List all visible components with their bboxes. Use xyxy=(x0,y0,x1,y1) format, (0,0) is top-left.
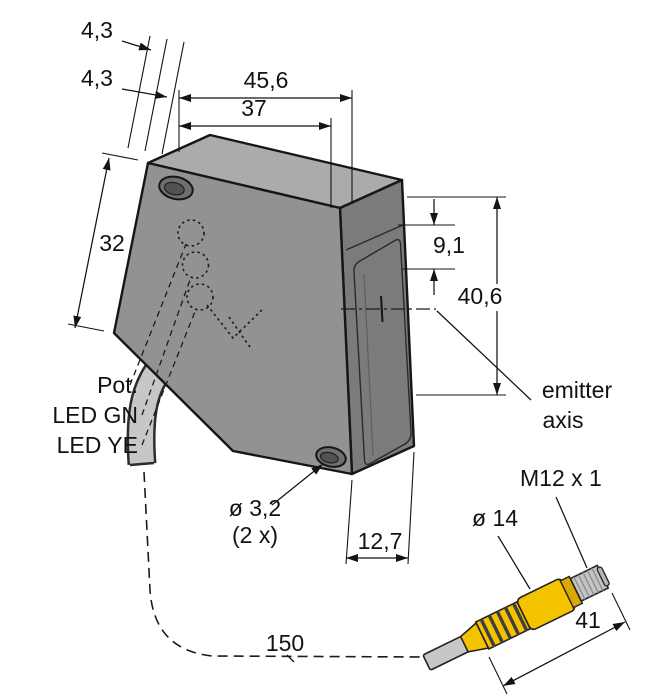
connector-diameter-label: ø 14 xyxy=(472,505,518,531)
hidden-internal-features xyxy=(177,219,264,351)
cable-end-cap xyxy=(129,461,155,467)
emitter-lens-window xyxy=(353,238,412,466)
left-height-extension-bottom xyxy=(67,323,105,332)
hole-offset-side-label: 4,3 xyxy=(81,65,113,91)
height-side-label: 40,6 xyxy=(458,283,503,309)
connector-length-extension-right xyxy=(611,592,631,631)
hole-diameter-leader xyxy=(271,463,324,506)
connector-length-dimension-line xyxy=(502,621,626,687)
hole-diameter-label-line1: ø 3,2 xyxy=(229,495,281,521)
thread-lines xyxy=(573,567,604,600)
lens-offset-label: 9,1 xyxy=(433,232,465,258)
hole-offset-top-label: 4,3 xyxy=(81,17,113,43)
dimension-text-mask xyxy=(450,284,510,311)
connector-diameter-leader xyxy=(497,535,531,590)
connector-thread-label: M12 x 1 xyxy=(520,465,602,491)
emitter-axis-leader xyxy=(436,310,532,401)
led-green-leader xyxy=(141,276,192,416)
emitter-axis-label-line1: emitter xyxy=(542,377,613,403)
side-face-step-edge xyxy=(345,224,404,251)
lens-inner-edge xyxy=(363,273,374,457)
dimension-labels: 4,3 4,3 45,6 37 32 9,1 40,6 emitter axis… xyxy=(52,17,612,656)
depth-extension-left xyxy=(345,479,353,565)
depth-label: 12,7 xyxy=(358,528,403,554)
connector-length-extension-left xyxy=(488,656,508,695)
dimension-lines xyxy=(67,35,631,695)
connector-tip-cap xyxy=(596,566,610,587)
mounting-hole-bottom-inner xyxy=(319,451,339,464)
sensor-body xyxy=(112,133,436,476)
led-green-hidden-outline xyxy=(181,251,210,279)
hidden-beam-path xyxy=(206,304,264,340)
mounting-hole-top-inner xyxy=(163,181,185,196)
pot-label: Pot. xyxy=(97,372,138,398)
depth-extension-right xyxy=(407,451,415,565)
width-front-label: 37 xyxy=(241,95,267,121)
left-height-extension-top xyxy=(101,152,139,161)
height-left-label: 32 xyxy=(99,230,125,256)
cable-length-label: 150 xyxy=(266,630,304,656)
width-total-label: 45,6 xyxy=(244,67,289,93)
left-height-dimension-line xyxy=(73,157,111,329)
connector-thread-leader xyxy=(555,496,588,569)
led-green-label: LED GN xyxy=(52,402,138,428)
hole-offset-top-leader xyxy=(121,40,152,51)
hidden-beam-line xyxy=(228,316,253,351)
hole-offset-side-leader xyxy=(121,88,168,99)
emitter-axis-label-line2: axis xyxy=(543,407,584,433)
led-yellow-hidden-outline xyxy=(186,283,214,311)
offset-extension-line-3 xyxy=(161,41,185,155)
mounting-hole-top xyxy=(158,175,194,201)
emitter-element-mark xyxy=(380,295,384,323)
m12-connector xyxy=(422,564,610,671)
housing-front-face xyxy=(112,161,354,476)
connector-length-label: 41 xyxy=(575,607,601,633)
cable-length-leader xyxy=(286,654,295,663)
potentiometer-hidden-outline xyxy=(177,219,205,247)
hole-diameter-label-line2: (2 x) xyxy=(232,522,278,548)
mounting-hole-bottom xyxy=(315,446,347,468)
pot-leader xyxy=(129,243,187,386)
cable-route-dashed-line xyxy=(143,471,427,658)
led-yellow-label: LED YE xyxy=(57,432,138,458)
led-yellow-leader xyxy=(141,308,197,446)
